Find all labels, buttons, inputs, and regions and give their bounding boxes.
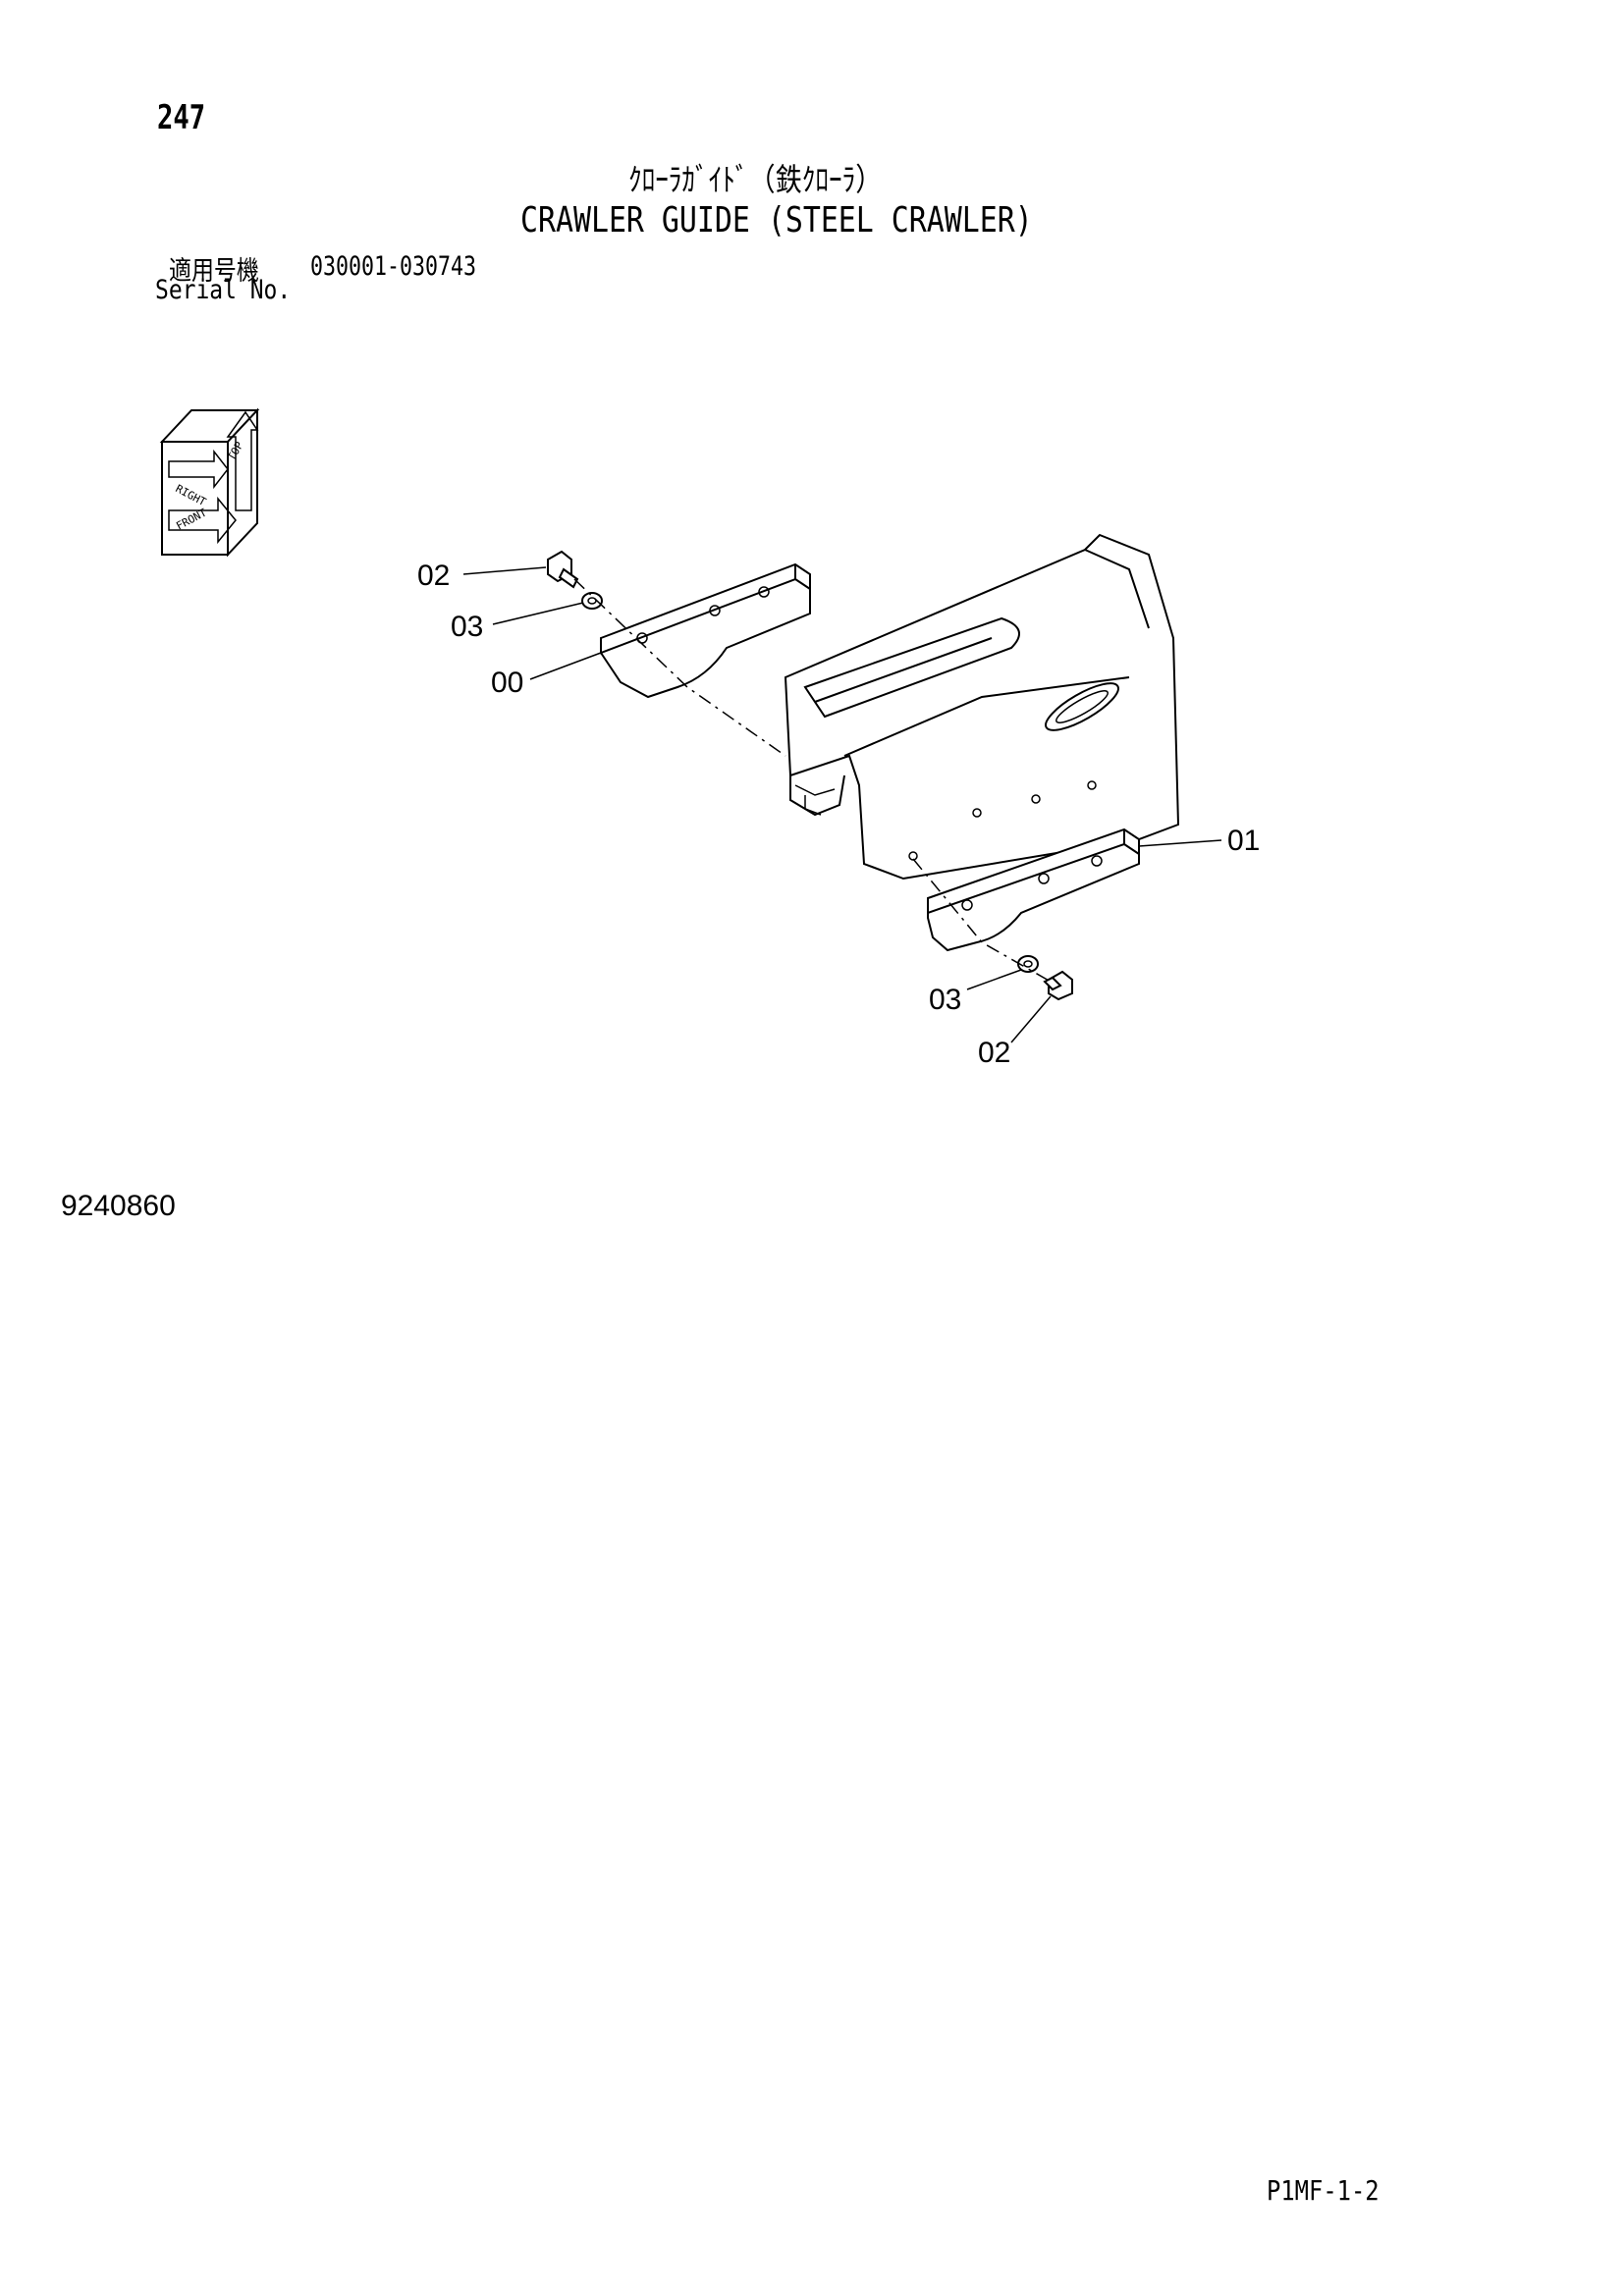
washer-upper [581,592,603,610]
callout-01: 01 [1227,825,1260,857]
leader-00 [529,652,602,680]
orientation-cube-icon: TOP RIGHT FRONT [159,407,260,558]
callout-02-lower: 02 [978,1037,1010,1069]
callout-02-upper: 02 [417,560,450,592]
serial-label-english: Serial No. [155,275,292,305]
page-code: P1MF-1-2 [1267,2174,1380,2207]
serial-range: 030001-030743 [310,251,477,282]
leader-02-upper [462,566,547,575]
crawler-guide-upper [600,562,811,699]
leader-03-upper [492,602,584,625]
bolt-upper [547,550,579,589]
leader-01 [1138,839,1222,847]
drawing-number: 9240860 [61,1190,176,1222]
leader-02-lower [1010,995,1052,1043]
assembly-line-lower [912,858,1052,983]
callout-00: 00 [491,667,523,699]
crawler-guide-lower [927,828,1140,952]
title-english: CRAWLER GUIDE (STEEL CRAWLER) [520,200,1033,240]
assembly-line-upper [573,578,786,757]
leader-03-lower [966,969,1022,990]
title-japanese: ｸﾛｰﾗｶﾞｲﾄﾞ（鉄ｸﾛｰﾗ） [628,161,883,198]
track-frame [784,533,1180,881]
callout-03-upper: 03 [451,611,483,643]
bolt-lower [1043,970,1073,1001]
page-number: 247 [157,98,206,137]
exploded-parts-diagram: TOP RIGHT FRONT [159,407,1260,1069]
serial-label-japanese: 適用号機 [169,256,259,287]
callout-03-lower: 03 [929,984,961,1016]
